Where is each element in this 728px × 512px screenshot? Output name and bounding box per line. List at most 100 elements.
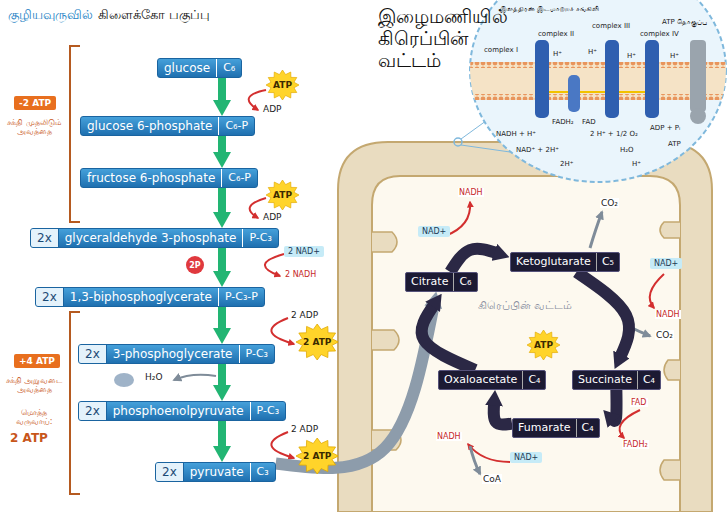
node-text: 2 ATP <box>303 337 331 347</box>
pathway-arrow <box>276 303 434 468</box>
atp-starburst: ATP <box>266 180 299 210</box>
node-text: ATP <box>273 190 292 200</box>
node-text: 2x <box>36 288 64 306</box>
cycle-intermediate-box: SuccinateC₄ <box>572 370 661 390</box>
complex-i <box>535 40 549 118</box>
node-text: 2 ATP <box>303 451 331 461</box>
node-text: ATP <box>534 340 553 350</box>
coa-arrow <box>470 446 480 474</box>
text-label: குழியவுருவில் <box>8 8 93 23</box>
node-text: -2 ATP <box>19 98 51 108</box>
atp-balance-box: -2 ATP <box>14 96 56 110</box>
text-label: 2 ADP <box>290 424 319 434</box>
node-text: glucose 6-phosphate <box>81 117 218 135</box>
text-label: NADH <box>436 432 462 441</box>
pathway-arrow <box>577 272 630 358</box>
lipid-tails <box>470 62 728 100</box>
text-label: FAD <box>582 118 596 126</box>
node-text: glyceraldehyde 3-phosphate <box>59 229 243 247</box>
node-text: C₆ <box>216 59 241 77</box>
node-text: Fumarate <box>513 419 576 437</box>
node-text: P-C₃ <box>239 345 274 363</box>
zoom-point <box>454 138 462 146</box>
node-text: 2x <box>31 229 59 247</box>
node-text: fructose 6-phosphate <box>81 169 221 187</box>
water-arrow <box>174 375 216 380</box>
lipid-heads <box>470 62 728 68</box>
pathway-arrow <box>611 390 616 421</box>
text-label: FAD <box>630 398 648 407</box>
cycle-intermediate-box: CitrateC₆ <box>405 272 478 292</box>
text-label: 2 ATP <box>10 432 48 446</box>
text-label: H⁺ <box>627 52 636 60</box>
text-label: H⁺ <box>588 48 597 56</box>
pathway-arrow <box>218 136 226 156</box>
starburst <box>527 330 560 360</box>
metabolite-box: 2xphosphoenolpyruvateP-C₃ <box>78 401 286 421</box>
text-label: 2 ADP <box>290 310 319 320</box>
node-text: C₆-P <box>221 169 257 187</box>
text-label: complex I <box>484 46 518 54</box>
cycle-intermediate-box: FumarateC₄ <box>512 418 600 438</box>
text-label: ATP தொகுப்பு <box>662 18 707 26</box>
text-label: CO₂ <box>655 330 674 340</box>
text-label: ATP <box>668 140 681 148</box>
atp-balance-box: +4 ATP <box>14 354 60 368</box>
node-text: glucose <box>158 59 216 77</box>
metabolite-box: 2x3-phosphoglycerateP-C₃ <box>78 344 275 364</box>
node-text: Succinate <box>573 371 637 389</box>
node-text: +4 ATP <box>19 356 55 366</box>
starburst <box>266 70 299 100</box>
text-label: இலத்திரன் இடமாற்றச் சங்கிலி <box>500 5 599 13</box>
text-label: CoA <box>482 474 502 484</box>
cofactor-box: NAD+ <box>418 226 450 237</box>
outer-membrane <box>338 142 712 512</box>
co2-arrow <box>590 212 602 248</box>
metabolite-box: fructose 6-phosphateC₆-P <box>80 168 258 188</box>
pathway-arrow <box>218 78 226 104</box>
crista <box>372 330 399 350</box>
node-text: 2x <box>79 402 107 420</box>
metabolite-box: 2xglyceraldehyde 3-phosphateP-C₃ <box>30 228 279 248</box>
text-label: FADH₂ <box>552 118 574 126</box>
cofactor-arrow <box>650 274 664 308</box>
bracket <box>70 46 80 222</box>
text-label: சக்தி முதலிடும் அவத்தை <box>4 118 64 136</box>
text-label: NADH + H⁺ <box>496 130 536 138</box>
complex-ii <box>568 75 580 112</box>
text-label: 2 NADH <box>284 270 317 279</box>
cofactor-arrow <box>271 432 294 458</box>
membrane <box>470 62 728 100</box>
cofactor-box: NAD+ <box>510 452 542 463</box>
starburst <box>266 180 299 210</box>
node-text: ATP <box>273 80 292 90</box>
node-text: 2x <box>79 345 107 363</box>
atp-starburst: ATP <box>527 330 560 360</box>
cofactor-arrow <box>265 254 284 276</box>
pathway-arrow <box>494 402 512 425</box>
inner-membrane <box>372 176 680 512</box>
pathway-arrow <box>422 304 476 370</box>
watermark: கிரெப்பின் வட்டம் <box>478 300 573 313</box>
starburst <box>296 324 338 360</box>
atp-starburst: ATP <box>266 70 299 100</box>
text-label: 2H⁺ <box>560 160 573 168</box>
text-label: complex III <box>592 22 630 30</box>
node-text: Oxaloacetate <box>439 371 522 389</box>
complex-iii <box>605 40 619 118</box>
text-label: NAD⁺ + 2H⁺ <box>516 146 559 154</box>
text-label: complex IV <box>640 30 679 38</box>
node-text: C₃ <box>250 463 275 481</box>
text-label: H₂O <box>620 146 634 154</box>
pathway-arrow <box>218 364 226 389</box>
text-label: complex II <box>538 30 574 38</box>
node-text: 2x <box>156 463 184 481</box>
text-label: H⁺ <box>670 52 679 60</box>
text-label: ADP <box>262 212 283 222</box>
electron-path <box>549 91 645 93</box>
node-text: 3-phosphoglycerate <box>107 345 239 363</box>
node-text: phosphoenolpyruvate <box>107 402 250 420</box>
cofactor-box: 2 NAD+ <box>284 246 324 257</box>
crista <box>660 460 680 480</box>
